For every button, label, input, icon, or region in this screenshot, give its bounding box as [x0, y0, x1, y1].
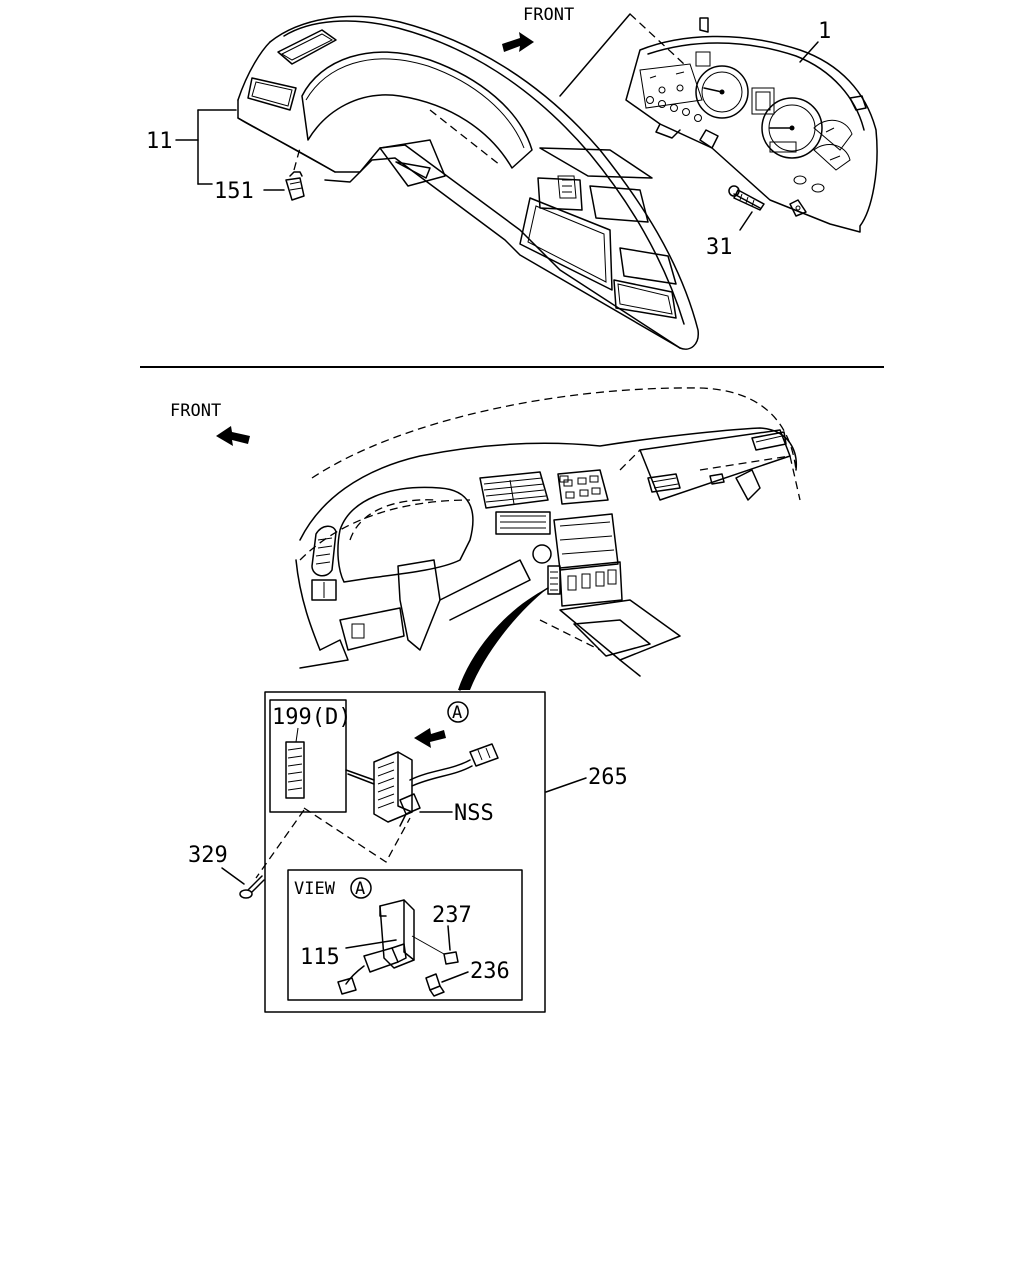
upper-view: FRONT	[146, 5, 878, 350]
screw-237-icon	[443, 951, 459, 965]
callout-115: 115	[300, 945, 340, 970]
dashboard-perspective	[295, 387, 801, 677]
view-a-marker-circle	[350, 877, 372, 899]
leader-329-dash-b	[255, 809, 305, 879]
leader-237	[447, 925, 451, 951]
callout-236: 236	[470, 959, 510, 984]
detail-marker-a: A	[452, 703, 462, 723]
view-a-title: VIEW	[294, 879, 336, 899]
front-label-upper: FRONT	[523, 5, 574, 25]
leader-151-dash	[293, 147, 301, 171]
callout-11: 11	[146, 129, 173, 154]
bracket-11	[175, 109, 237, 185]
switch-assembly-icon	[345, 743, 499, 827]
leader-265	[545, 777, 587, 793]
bolt-236-icon	[425, 973, 445, 997]
switch-strip-199d-icon	[285, 741, 305, 799]
clip-151-icon	[285, 171, 305, 201]
leader-237-dash	[411, 935, 445, 955]
leader-115	[345, 939, 397, 949]
view-a-marker: A	[355, 879, 365, 899]
front-arrow-lower-icon	[216, 426, 250, 446]
callout-1: 1	[818, 19, 831, 44]
callout-31: 31	[706, 235, 733, 260]
view-a-switch-icon	[337, 899, 415, 995]
leader-1	[799, 41, 819, 63]
instrument-cluster	[625, 17, 878, 233]
leader-329	[221, 867, 245, 885]
front-indicator-upper: FRONT	[502, 5, 574, 52]
screw-329-icon	[239, 875, 265, 899]
screw-31-icon	[728, 185, 765, 231]
leader-cluster-panel	[559, 13, 631, 97]
detail-box-265: 199(D) A	[264, 691, 546, 1013]
front-arrow-icon	[502, 32, 534, 52]
leader-329-dash	[303, 807, 411, 863]
callout-nss: NSS	[454, 801, 494, 826]
dash-trim-panel	[237, 15, 699, 350]
leader-31	[739, 211, 753, 231]
callout-329: 329	[188, 843, 228, 868]
leader-236	[441, 971, 469, 983]
callout-151: 151	[214, 179, 254, 204]
detail-marker-circle	[447, 701, 469, 723]
detail-pointer-fill	[458, 588, 548, 690]
view-direction-arrow-icon	[414, 728, 446, 748]
callout-199d: 199(D)	[272, 705, 351, 730]
callout-237: 237	[432, 903, 472, 928]
front-label-lower: FRONT	[170, 401, 221, 421]
callout-265: 265	[588, 765, 628, 790]
lower-view: FRONT	[170, 387, 801, 1013]
